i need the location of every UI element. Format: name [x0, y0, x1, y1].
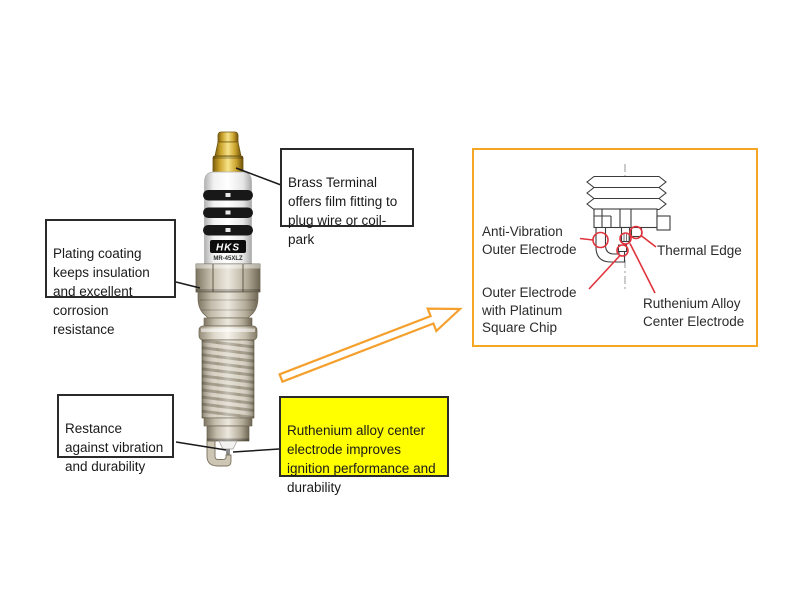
- plug-hex-nut: [195, 263, 261, 293]
- callout-vibration-resistance: Restance against vibration and durabilit…: [57, 394, 174, 474]
- electrode-detail-drawing: [579, 164, 671, 294]
- label-thermal-edge: Thermal Edge: [657, 243, 742, 258]
- callout-vibration-resistance-text: Restance against vibration and durabilit…: [65, 421, 164, 474]
- plug-firing-end: [206, 425, 250, 467]
- callout-plating-coating: Plating coating keeps insulation and exc…: [45, 219, 176, 337]
- callout-brass-terminal: Brass Terminal offers film fitting to pl…: [280, 148, 414, 247]
- plug-brand-text: HKS: [216, 243, 240, 254]
- circle-thermal-edge: [629, 225, 643, 240]
- plug-gasket-washer: [198, 325, 258, 341]
- callout-ruthenium-electrode: Ruthenium alloy center electrode improve…: [279, 396, 449, 495]
- plug-brand-label: HKS MR-45XLZ: [210, 240, 246, 262]
- leader-plating: [175, 281, 201, 289]
- leader-ruthenium: [232, 448, 280, 453]
- plug-insulator: HKS MR-45XLZ: [203, 171, 253, 265]
- detail-threads: [586, 175, 667, 211]
- plug-model-text: MR-45XLZ: [213, 256, 243, 262]
- callout-plating-coating-text: Plating coating keeps insulation and exc…: [53, 246, 150, 337]
- plug-brass-terminal: [212, 131, 244, 175]
- circle-platinum-chip: [616, 244, 629, 257]
- label-ruthenium-alloy-center-electrode: Ruthenium Alloy Center Electrode: [643, 296, 745, 329]
- label-anti-vibration-outer-electrode: Anti-Vibration Outer Electrode: [482, 224, 577, 257]
- zoom-arrow: [278, 307, 463, 384]
- electrode-detail-panel: Anti-Vibration Outer Electrode Thermal E…: [472, 148, 758, 347]
- plug-center-electrode: [226, 449, 230, 454]
- plug-corrugation-ribs: [203, 190, 253, 236]
- plug-shell: [197, 291, 259, 341]
- callout-brass-terminal-text: Brass Terminal offers film fitting to pl…: [288, 175, 398, 247]
- plug-insulator-nose: [218, 440, 238, 450]
- label-outer-electrode-platinum-chip: Outer Electrode with Platinum Square Chi…: [482, 285, 577, 335]
- plug-threads: [201, 339, 255, 427]
- callout-ruthenium-electrode-text: Ruthenium alloy center electrode improve…: [287, 423, 436, 495]
- annotation-lines: [579, 234, 657, 294]
- leader-brass: [235, 167, 282, 186]
- leader-restance: [175, 441, 227, 451]
- detail-shell: [593, 208, 671, 231]
- leader-lines: [175, 167, 282, 453]
- circle-center-electrode: [619, 232, 632, 245]
